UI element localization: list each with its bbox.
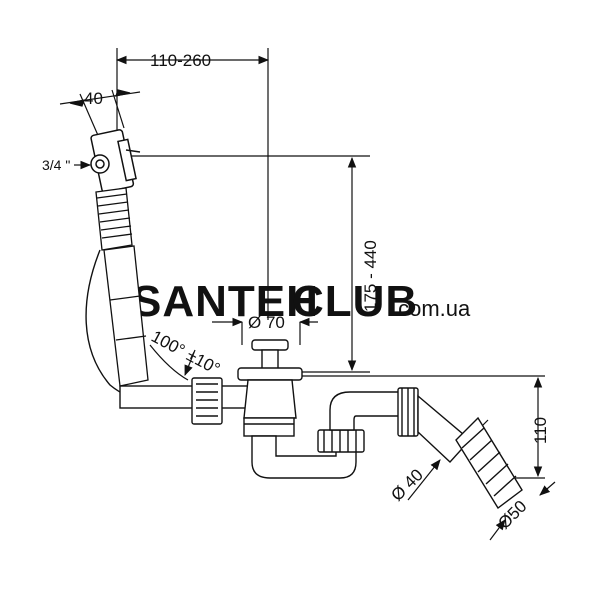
angle-arc (149, 344, 189, 381)
hose-rib-4 (99, 217, 131, 223)
hose-corrugated (95, 187, 133, 251)
label-overflow-offset: 110-260 (150, 51, 211, 70)
plug-cap (251, 339, 289, 351)
hose-rib-3 (98, 209, 130, 215)
label-overflow-width: 40 (84, 89, 103, 108)
hose-rib-1 (96, 193, 128, 199)
waste-body (119, 339, 523, 510)
watermark-brand-part1: SANTEH (132, 277, 319, 326)
hose-rib-2 (97, 201, 129, 207)
overflow-pipe (103, 245, 149, 387)
waste-nut (243, 417, 295, 437)
connector-pipe (119, 385, 251, 409)
outlet-rib-5 (493, 475, 517, 497)
outlet-rib-3 (477, 451, 501, 473)
label-pipe-diameter-40: Ø 40 (387, 465, 426, 504)
dim-line-50-a (489, 519, 506, 541)
trap-nut (317, 429, 365, 453)
dim-line-50-b (539, 481, 556, 496)
hose-rib-6 (101, 233, 133, 239)
overflow-head (90, 129, 141, 193)
label-drain-height: 110 (531, 417, 550, 444)
label-angle: 100° ±10° (148, 327, 223, 379)
waste-body-upper (243, 379, 297, 419)
connector-nut (191, 377, 223, 425)
trap-elbow (329, 391, 401, 431)
dim-line-40-diameter (407, 459, 441, 501)
angle-leader (184, 349, 196, 377)
plug-stem (261, 349, 279, 371)
overflow-flex-hose (95, 187, 149, 387)
pipe-joint-1 (109, 295, 141, 301)
hose-rib-5 (100, 225, 132, 231)
outlet-pipe (455, 416, 523, 510)
watermark: SANTEH CLUB .com.ua (132, 277, 471, 326)
label-plug-diameter: Ø 70 (248, 313, 285, 332)
label-thread-size: 3/4 " (42, 157, 70, 173)
outlet-rib-2 (469, 439, 493, 461)
watermark-domain: .com.ua (392, 296, 471, 321)
overflow-knob-center (95, 159, 105, 169)
outlet-rib-4 (485, 463, 509, 485)
outlet-elbow (417, 394, 472, 463)
label-height-range: 175 - 440 (361, 240, 380, 312)
arrow-40-b (115, 89, 131, 97)
plug-flange (237, 367, 303, 381)
outlet-rib-1 (461, 427, 485, 449)
pipe-joint-2 (115, 335, 147, 341)
arrow-40-a (69, 99, 85, 107)
overflow-pin (125, 149, 141, 153)
overflow-flange (117, 138, 137, 182)
